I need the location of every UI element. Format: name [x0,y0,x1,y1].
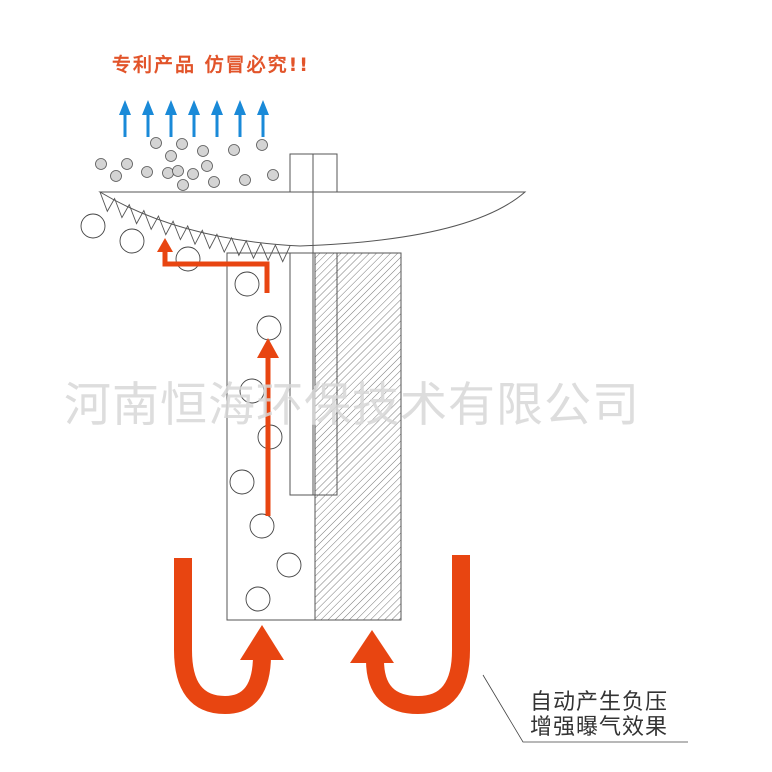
caption-text: 自动产生负压 增强曝气效果 [530,690,668,740]
flow-arrows [162,250,470,715]
hatched-section [314,252,402,621]
air-up-arrows [119,100,269,137]
up-arrowhead-icon [165,100,177,115]
fine-bubble [162,167,174,179]
fine-bubble [172,165,184,177]
company-watermark: 河南恒海环保技术有限公司 [64,378,640,433]
coarse-bubble [234,271,260,297]
fine-bubble [176,138,188,150]
up-arrowhead-icon [142,100,154,115]
fine-bubble [256,139,268,151]
fine-bubble [121,158,133,170]
flow-arrow-u-right [366,555,470,715]
fine-bubble [150,137,162,149]
patent-warning-title: 专利产品 仿冒必究!! [112,54,310,76]
fine-bubble [95,158,107,170]
flow-arrow-u-left [174,558,271,715]
disk-teeth [99,191,291,263]
coarse-bubbles [80,213,302,612]
fine-bubble [187,168,199,180]
coarse-bubble [229,469,255,495]
aeration-disk [98,191,527,247]
fine-bubble [177,179,189,191]
flow-arrowheads [157,238,394,663]
fine-bubble [110,170,122,182]
coarse-bubble [80,213,106,239]
coarse-bubble [119,228,145,254]
up-arrowhead-icon [188,100,200,115]
caption-line-2: 增强曝气效果 [530,715,669,740]
up-arrowhead-icon [211,100,223,115]
flow-arrow-top [162,250,270,293]
fine-bubble [208,176,220,188]
up-arrowhead-icon [119,100,131,115]
fine-bubbles [95,137,279,191]
inner-slot [289,252,338,496]
up-arrowhead-icon [257,100,269,115]
caption-line-1: 自动产生负压 [530,690,669,715]
coarse-bubble [249,513,275,539]
coarse-bubble [245,586,271,612]
fine-bubble [165,150,177,162]
fine-bubble [267,169,279,181]
coarse-bubble [239,378,265,404]
coarse-bubble [256,315,282,341]
coarse-bubble [276,552,302,578]
fine-bubble [239,174,251,186]
coarse-bubble [175,246,201,272]
up-arrowhead-icon [234,100,246,115]
fine-bubble [197,145,209,157]
fine-bubble [141,166,153,178]
fine-bubble [228,144,240,156]
caption-leader-line [482,674,688,743]
fine-bubble [201,160,213,172]
